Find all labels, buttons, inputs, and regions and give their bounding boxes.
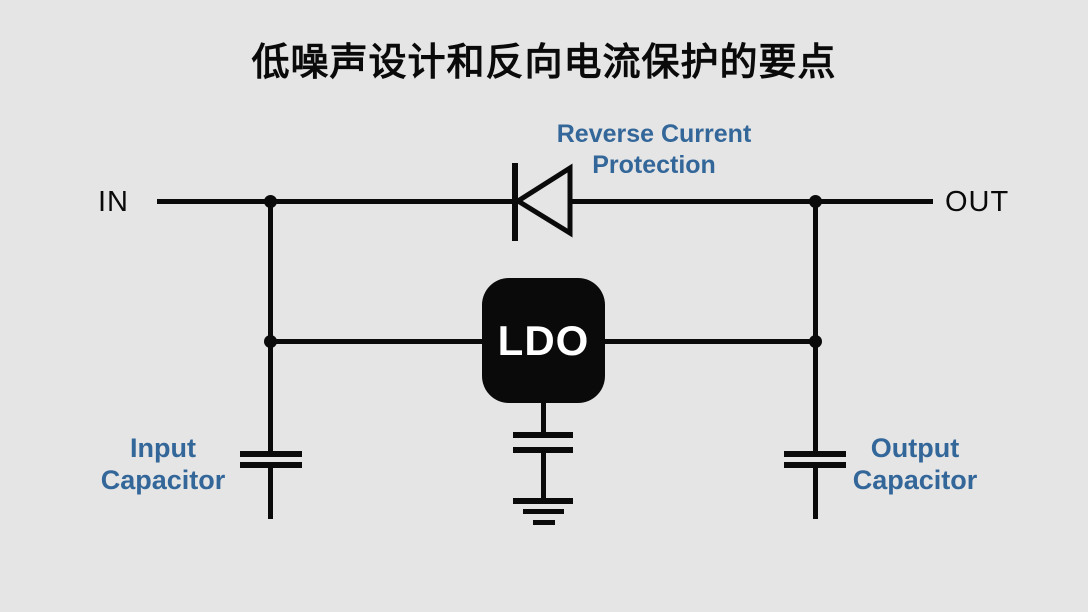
wire-center-cap-to-ground bbox=[541, 452, 546, 499]
output-capacitor-label-line2: Capacitor bbox=[852, 465, 978, 495]
input-capacitor-top-plate bbox=[240, 451, 302, 457]
in-terminal-label: IN bbox=[98, 186, 129, 218]
reverse-current-protection-label-line2: Protection bbox=[592, 151, 716, 179]
reverse-current-protection-label: Reverse Current Protection bbox=[464, 119, 844, 181]
wire-ldo-to-right bbox=[603, 339, 815, 344]
input-capacitor-label: Input Capacitor bbox=[60, 432, 266, 496]
wire-output-cap-lower bbox=[813, 468, 818, 519]
center-capacitor-top-plate bbox=[513, 432, 573, 438]
ground-symbol-line1 bbox=[513, 498, 573, 504]
junction-dot-mid-right bbox=[809, 335, 822, 348]
output-capacitor-top-plate bbox=[784, 451, 846, 457]
center-capacitor-bottom-plate bbox=[513, 447, 573, 453]
ldo-label: LDO bbox=[497, 316, 590, 364]
wire-left-to-ldo bbox=[270, 339, 484, 344]
input-capacitor-label-line2: Capacitor bbox=[100, 465, 226, 495]
ldo-block: LDO bbox=[482, 278, 605, 403]
junction-dot-top-left bbox=[264, 195, 277, 208]
wire-input-cap-lower bbox=[268, 468, 273, 519]
output-capacitor-label: Output Capacitor bbox=[812, 432, 1018, 496]
wire-left-vertical bbox=[268, 201, 273, 452]
reverse-current-protection-label-line1: Reverse Current bbox=[556, 120, 752, 148]
ground-symbol-line2 bbox=[523, 509, 564, 514]
wire-in-to-diode bbox=[157, 199, 514, 204]
out-terminal-label: OUT bbox=[945, 186, 1010, 218]
wire-right-vertical bbox=[813, 201, 818, 452]
input-capacitor-bottom-plate bbox=[240, 462, 302, 468]
wire-diode-to-out bbox=[570, 199, 933, 204]
diode-symbol bbox=[513, 163, 573, 238]
junction-dot-mid-left bbox=[264, 335, 277, 348]
diagram-title: 低噪声设计和反向电流保护的要点 bbox=[251, 42, 837, 84]
junction-dot-top-right bbox=[809, 195, 822, 208]
input-capacitor-label-line1: Input bbox=[130, 433, 196, 463]
ground-symbol-line3 bbox=[533, 520, 555, 525]
output-capacitor-bottom-plate bbox=[784, 462, 846, 468]
output-capacitor-label-line1: Output bbox=[870, 433, 960, 463]
wire-ldo-to-center-cap bbox=[541, 402, 546, 433]
